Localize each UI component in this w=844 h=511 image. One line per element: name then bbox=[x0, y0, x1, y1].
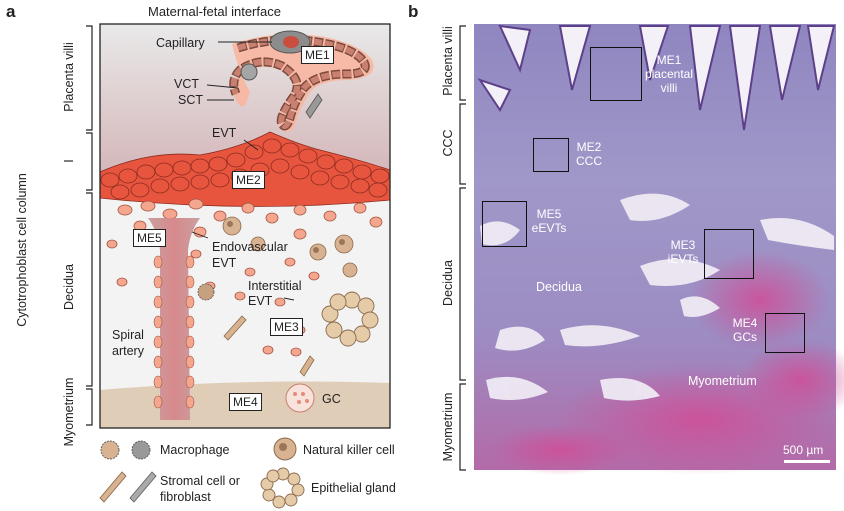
me2-box: ME2 bbox=[232, 171, 265, 189]
roi-me1-label-line2: placental bbox=[644, 67, 694, 81]
legend-gland: Epithelial gland bbox=[311, 481, 396, 495]
roi-me1-label-line1: ME1 bbox=[656, 53, 682, 67]
panel-a-letter: a bbox=[6, 2, 16, 21]
label-sct: SCT bbox=[178, 93, 203, 107]
legend-macrophage: Macrophage bbox=[160, 443, 230, 457]
roi-me3-label-line1: ME3 bbox=[670, 238, 696, 252]
legend-stromal-1: Stromal cell or bbox=[160, 474, 240, 488]
label-vct: VCT bbox=[174, 77, 199, 91]
roi-me2-label-line1: ME2 bbox=[576, 140, 602, 154]
panel-a-title: Maternal-fetal interface bbox=[148, 4, 281, 19]
label-interstitial-evt: EVT bbox=[248, 294, 273, 308]
panel-b-letter: b bbox=[408, 2, 419, 21]
scale-bar bbox=[784, 460, 830, 463]
label-interstitial: Interstitial bbox=[248, 279, 302, 293]
roi-me4-label-line2: GCs bbox=[733, 330, 757, 344]
roi-me5-label-line2: eEVTs bbox=[531, 221, 567, 235]
roi-me4-label: ME4 GCs bbox=[726, 316, 764, 344]
label-artery: artery bbox=[112, 344, 144, 358]
tissue-label-decidua: Decidua bbox=[536, 280, 582, 294]
me1-box: ME1 bbox=[301, 46, 334, 64]
roi-me5-label-line1: ME5 bbox=[536, 207, 562, 221]
legend-nk: Natural killer cell bbox=[303, 443, 395, 457]
tissue-label-myometrium: Myometrium bbox=[688, 374, 757, 388]
roi-me5-label: ME5 eEVTs bbox=[528, 207, 570, 235]
label-endovascular: Endovascular bbox=[212, 240, 288, 254]
legend-stromal-2: fibroblast bbox=[160, 490, 211, 504]
roi-me3-label-line2: iEVTs bbox=[667, 252, 699, 266]
roi-me4 bbox=[765, 313, 805, 353]
roi-me1-label-line3: villi bbox=[660, 81, 678, 95]
scale-bar-label: 500 µm bbox=[783, 443, 824, 457]
me5-box: ME5 bbox=[133, 229, 166, 247]
label-spiral: Spiral bbox=[112, 328, 144, 342]
me3-box: ME3 bbox=[270, 318, 303, 336]
label-endovascular-evt: EVT bbox=[212, 256, 237, 270]
roi-me2-label-line2: CCC bbox=[576, 154, 602, 168]
me4-box: ME4 bbox=[229, 393, 262, 411]
roi-me3 bbox=[704, 229, 754, 279]
roi-me3-label: ME3 iEVTs bbox=[664, 238, 702, 266]
roi-me2-label: ME2 CCC bbox=[571, 140, 607, 168]
roi-me1 bbox=[590, 47, 642, 101]
roi-me4-label-line1: ME4 bbox=[732, 316, 758, 330]
roi-me2 bbox=[533, 138, 569, 172]
label-capillary: Capillary bbox=[156, 36, 205, 50]
label-gc: GC bbox=[322, 392, 341, 406]
label-evt: EVT bbox=[212, 126, 237, 140]
roi-me1-label: ME1 placental villi bbox=[644, 53, 694, 95]
roi-me5 bbox=[482, 201, 527, 247]
